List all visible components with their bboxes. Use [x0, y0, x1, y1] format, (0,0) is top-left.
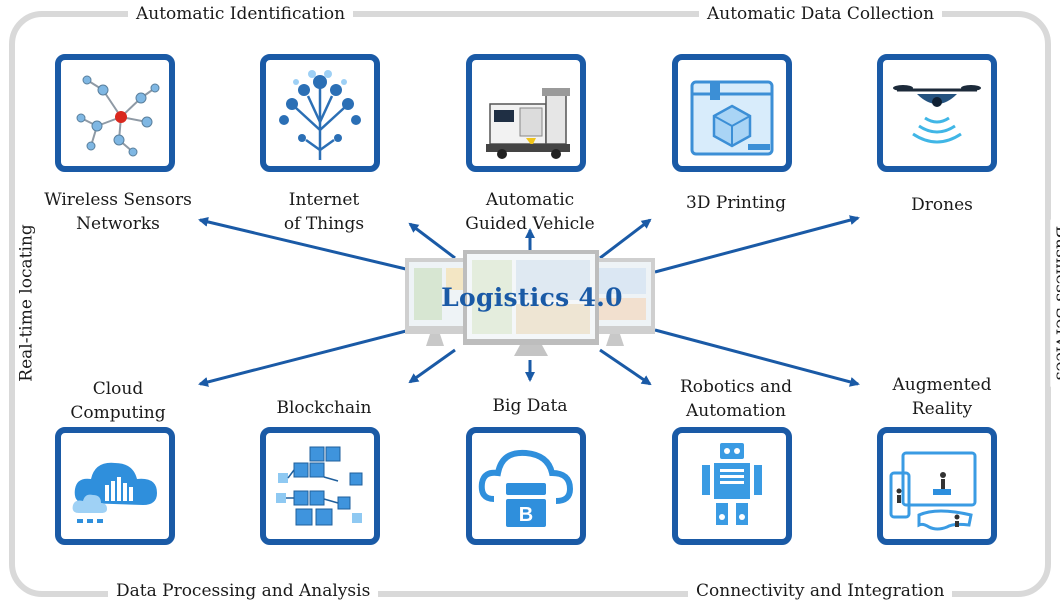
tile-blockchain	[260, 427, 380, 545]
diagram-title: Logistics 4.0	[441, 283, 623, 312]
label-drones: Drones	[911, 195, 973, 215]
tile-drones	[877, 54, 997, 172]
edge-label-bottom-left: Data Processing and Analysis	[108, 580, 379, 602]
arrow-to-3d	[599, 218, 652, 260]
edge-label-top-right: Automatic Data Collection	[699, 3, 943, 25]
tile-cloud	[55, 427, 175, 545]
tile-big-data: B	[466, 427, 586, 545]
iot-tree-icon	[279, 70, 361, 160]
label-big-data: Big Data	[492, 396, 568, 416]
arrow-to-iot	[408, 222, 456, 260]
cloud-computing-icon	[72, 462, 157, 523]
edge-label-bottom-right: Connectivity and Integration	[688, 580, 953, 602]
augmented-reality-icon	[889, 451, 977, 531]
tile-ar	[877, 427, 997, 545]
drone-icon	[893, 85, 981, 144]
arrow-to-blockchain	[408, 348, 456, 384]
tile-iot	[260, 54, 380, 172]
edge-label-top-left: Automatic Identification	[128, 3, 354, 25]
arrow-to-wsn	[198, 216, 411, 272]
monitor-center	[463, 250, 599, 356]
tile-agv	[466, 54, 586, 172]
blockchain-icon	[276, 446, 363, 526]
sensor-network-icon	[76, 75, 160, 157]
arrow-to-robotics	[599, 348, 652, 386]
3d-printer-icon	[690, 80, 774, 156]
label-blockchain: Blockchain	[276, 398, 372, 418]
tile-3d-printing	[672, 54, 792, 172]
robot-icon	[702, 443, 762, 525]
arrow-to-drones	[654, 215, 860, 274]
tile-wsn	[55, 54, 175, 172]
arrow-to-cloud	[198, 328, 411, 387]
monitor-group	[405, 250, 655, 356]
label-3d-printing: 3D Printing	[686, 193, 786, 213]
tile-robotics	[672, 427, 792, 545]
big-data-icon: B	[478, 449, 574, 527]
arrow-to-ar	[654, 328, 860, 387]
agv-vehicle-icon	[486, 88, 570, 159]
svg-text:B: B	[519, 504, 533, 526]
